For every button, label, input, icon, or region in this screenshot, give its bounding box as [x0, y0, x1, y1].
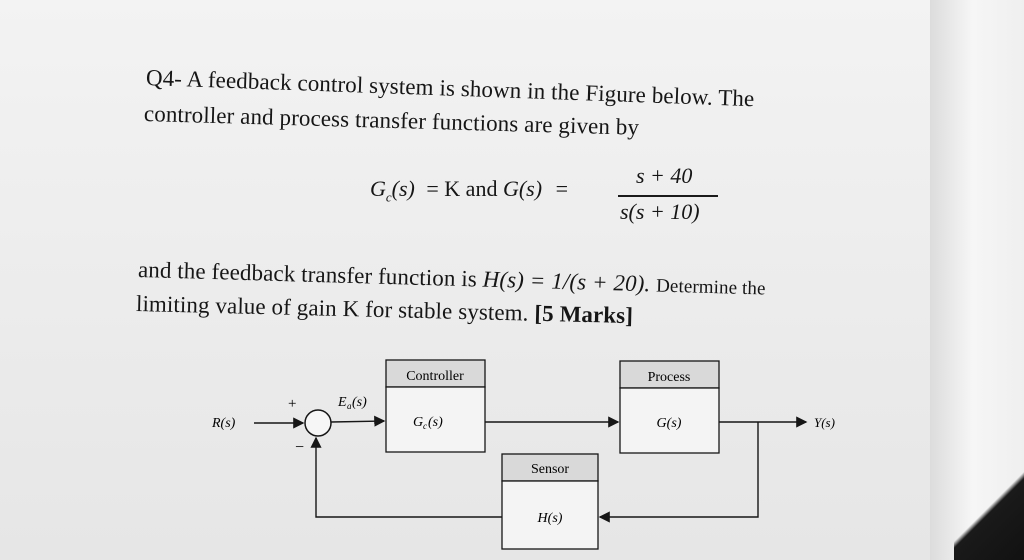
controller-tf-arg: (s): [428, 415, 443, 430]
minus-sign: −: [295, 439, 304, 456]
eq-k-and: = K and: [426, 176, 498, 201]
sensor-tf: H(s): [537, 511, 563, 526]
plus-sign: +: [288, 396, 296, 412]
summing-junction: [304, 409, 332, 437]
error-line: [330, 415, 386, 427]
sensor-label: Sensor: [531, 462, 569, 477]
eq-numerator: s + 40: [636, 163, 693, 188]
input-label: R(s): [211, 416, 236, 431]
eq-denominator: s(s + 10): [620, 199, 700, 224]
eq-equals: =: [555, 176, 568, 201]
process-block: Process G(s): [619, 360, 720, 454]
controller-label: Controller: [406, 369, 464, 384]
feedback-path-right: [598, 422, 759, 523]
eq-gc-symbol: G: [370, 176, 386, 201]
controller-block: Controller G c (s): [385, 359, 486, 453]
controller-tf-sub: c: [423, 421, 427, 431]
controller-tf: G: [413, 415, 423, 430]
controller-equation: Gc(s) = K and G(s) =: [370, 176, 568, 205]
shadow-corner: [954, 460, 1024, 560]
eq-g-symbol: G(s): [502, 176, 543, 201]
eq-gc-sub: c: [385, 189, 392, 205]
eq-gc-arg: (s): [391, 176, 415, 201]
error-label-arg: (s): [352, 395, 367, 410]
error-label-sub: a: [347, 401, 352, 411]
sensor-block: Sensor H(s): [501, 453, 599, 550]
output-label: Y(s): [814, 415, 835, 430]
feedback-path-left: [310, 436, 502, 518]
process-tf: G(s): [657, 416, 682, 431]
process-label: Process: [648, 370, 691, 385]
error-label: E: [337, 395, 347, 410]
fraction-bar: [618, 195, 718, 197]
